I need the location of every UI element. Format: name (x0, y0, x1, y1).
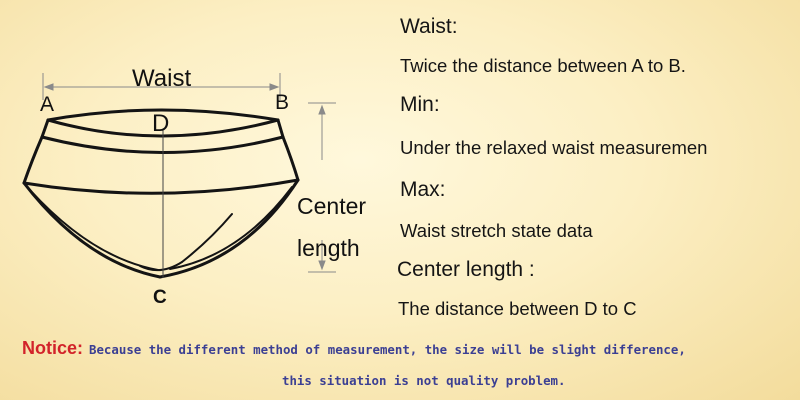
notice-label: Notice: (22, 338, 84, 358)
definition-term-waist: Waist: (400, 15, 458, 38)
definition-desc-center-length: The distance between D to C (398, 298, 637, 319)
notice-text-line2: this situation is not quality problem. (282, 373, 566, 388)
definition-term-center-length: Center length : (397, 258, 535, 281)
definition-term-max: Max: (400, 178, 446, 201)
notice-row: Notice: Because the different method of m… (22, 338, 686, 359)
point-b-label: B (275, 91, 289, 114)
waist-label: Waist (132, 65, 191, 92)
definition-desc-min: Under the relaxed waist measuremen (400, 137, 708, 158)
definition-desc-max: Waist stretch state data (400, 220, 593, 241)
notice-text-line1: Because the different method of measurem… (89, 342, 686, 357)
garment-outline (22, 108, 300, 279)
point-c-label: C (153, 287, 167, 308)
waist-dimension-arrow (42, 73, 281, 100)
center-length-dimension-arrow (308, 102, 336, 273)
point-d-label: D (152, 110, 169, 137)
center-label-line2: length (297, 235, 360, 261)
center-label-line1: Center (297, 193, 366, 219)
definition-term-min: Min: (400, 93, 440, 116)
point-a-label: A (40, 93, 54, 116)
definition-desc-waist: Twice the distance between A to B. (400, 55, 686, 76)
